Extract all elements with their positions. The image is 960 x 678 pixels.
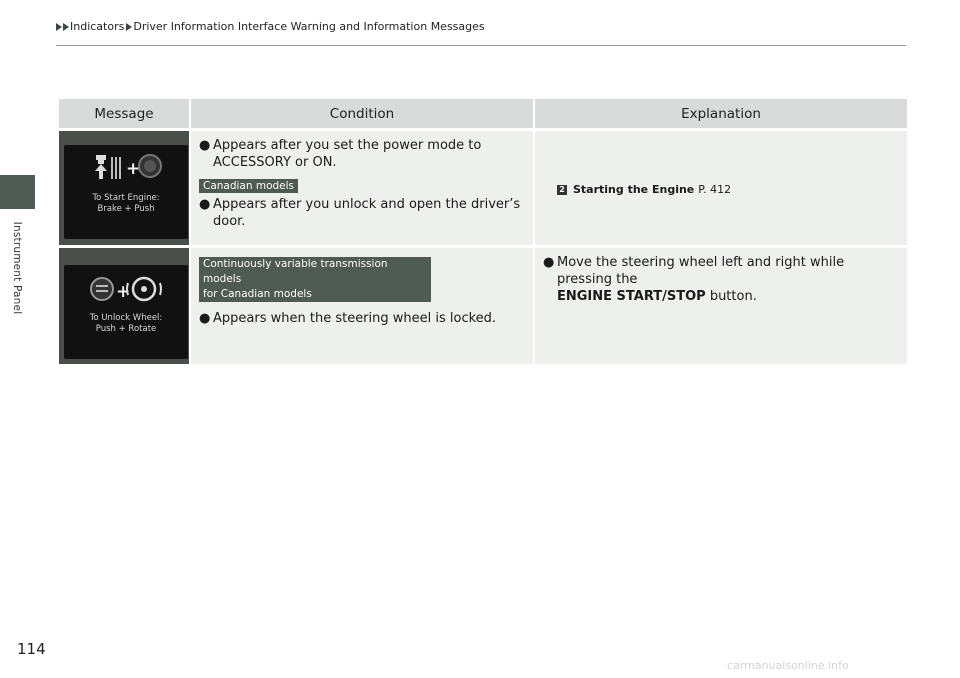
table-header-row: Message Condition Explanation <box>59 99 907 128</box>
breadcrumb-item-current: Driver Information Interface Warning and… <box>133 20 485 33</box>
screen-text: To Unlock Wheel: <box>89 313 163 323</box>
table-row: + To Unlock Wheel: Push + Rotate Continu… <box>59 248 907 364</box>
brake-push-icon: + <box>95 154 162 179</box>
chapter-tab <box>0 175 35 209</box>
column-header-condition: Condition <box>191 99 535 128</box>
column-header-explanation: Explanation <box>535 99 907 128</box>
breadcrumb: Indicators Driver Information Interface … <box>56 20 485 33</box>
condition-cell: ●Appears after you set the power mode to… <box>191 131 535 245</box>
messages-table: Message Condition Explanation + <box>59 96 907 367</box>
message-image-cell: + To Unlock Wheel: Push + Rotate <box>59 248 191 364</box>
condition-cell: Continuously variable transmission model… <box>191 248 535 364</box>
list-item: ●Appears after you unlock and open the d… <box>199 197 521 229</box>
page-reference[interactable]: 2 Starting the Engine P. 412 <box>557 181 901 198</box>
header-rule <box>56 45 906 46</box>
table-row: + To Start Engine: Brake + Push ●Appears… <box>59 131 907 245</box>
reference-title[interactable]: Starting the Engine <box>573 183 695 196</box>
explanation-cell: ● Move the steering wheel left and right… <box>535 248 907 364</box>
model-badge: Continuously variable transmission model… <box>199 257 431 302</box>
list-item: ● Move the steering wheel left and right… <box>543 255 845 304</box>
breadcrumb-arrow-icon <box>126 22 133 31</box>
push-rotate-icon: + <box>90 276 162 302</box>
unlock-wheel-display: + To Unlock Wheel: Push + Rotate <box>64 265 188 359</box>
explanation-cell: 2 Starting the Engine P. 412 <box>535 131 907 245</box>
breadcrumb-item-indicators[interactable]: Indicators <box>70 20 125 33</box>
screen-text: To Start Engine: <box>92 193 160 203</box>
watermark: carmanualsonline.info <box>727 659 849 672</box>
breadcrumb-arrow-icon <box>56 22 62 31</box>
page-number: 114 <box>17 640 46 658</box>
start-engine-display: + To Start Engine: Brake + Push <box>64 145 188 239</box>
model-badge: Canadian models <box>199 179 299 193</box>
reference-arrow-icon: 2 <box>557 184 567 195</box>
message-image-cell: + To Start Engine: Brake + Push <box>59 131 191 245</box>
svg-text:+: + <box>126 159 140 179</box>
column-header-message: Message <box>59 99 191 128</box>
chapter-label: Instrument Panel <box>11 221 23 315</box>
breadcrumb-arrow-icon <box>63 22 69 31</box>
reference-page[interactable]: P. 412 <box>698 183 732 196</box>
screen-text: Push + Rotate <box>95 324 157 334</box>
list-item: ●Appears after you set the power mode to… <box>199 138 482 170</box>
screen-text: Brake + Push <box>97 204 155 214</box>
list-item: ●Appears when the steering wheel is lock… <box>199 311 497 326</box>
